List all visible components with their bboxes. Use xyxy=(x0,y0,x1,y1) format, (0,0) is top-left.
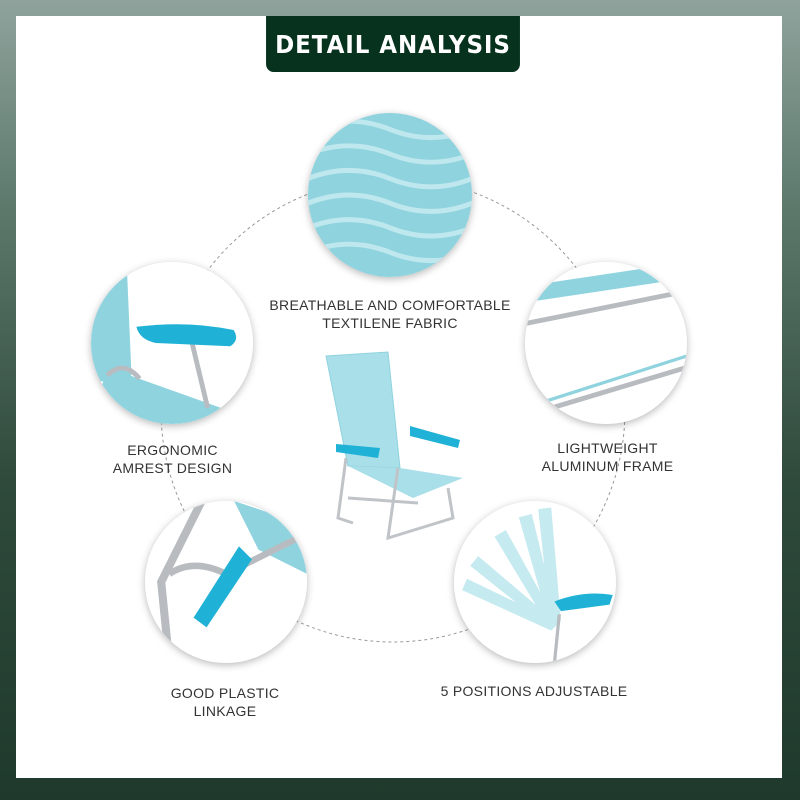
fabric-closeup-image xyxy=(308,113,472,277)
linkage-closeup-image xyxy=(145,501,307,663)
label-line: 5 POSITIONS ADJUSTABLE xyxy=(440,683,628,699)
armrest-closeup-image xyxy=(91,262,253,424)
label-line: AMREST DESIGN xyxy=(112,460,233,476)
label-line: ERGONOMIC xyxy=(127,442,218,458)
label-line: BREATHABLE AND COMFORTABLE xyxy=(269,297,511,313)
feature-label-linkage: GOOD PLASTIC LINKAGE xyxy=(140,684,310,720)
label-line: GOOD PLASTIC xyxy=(170,685,280,701)
positions-closeup-icon xyxy=(454,501,616,663)
frame-closeup-image xyxy=(525,262,687,424)
page-title: DETAIL ANALYSIS xyxy=(266,16,520,72)
frame-closeup-icon xyxy=(525,262,687,424)
feature-label-armrest: ERGONOMIC AMREST DESIGN xyxy=(90,441,255,477)
label-line: TEXTILENE FABRIC xyxy=(322,315,458,331)
fabric-closeup-icon xyxy=(308,113,472,277)
linkage-closeup-icon xyxy=(145,501,307,663)
feature-label-positions: 5 POSITIONS ADJUSTABLE xyxy=(420,682,648,700)
label-line: LIGHTWEIGHT xyxy=(557,440,658,456)
feature-label-frame: LIGHTWEIGHT ALUMINUM FRAME xyxy=(520,439,695,475)
armrest-closeup-icon xyxy=(91,262,253,424)
feature-label-fabric: BREATHABLE AND COMFORTABLE TEXTILENE FAB… xyxy=(250,296,530,332)
beach-chair-product-image xyxy=(325,351,463,541)
label-line: ALUMINUM FRAME xyxy=(541,458,674,474)
positions-closeup-image xyxy=(454,501,616,663)
label-line: LINKAGE xyxy=(193,703,257,719)
